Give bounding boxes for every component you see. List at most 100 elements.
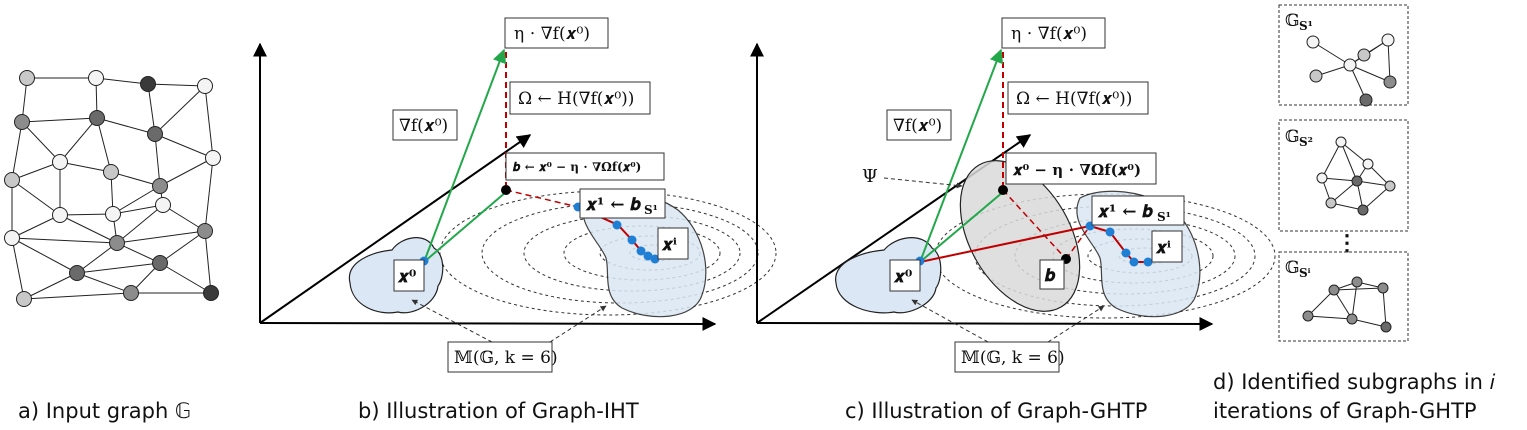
panel-c: Ψ η ⋅ ∇f(𝒙⁰) Ω ← H(∇f(𝒙⁰)) ∇f(𝒙⁰) 𝒙⁰ − η… — [750, 17, 1276, 373]
xi-label: 𝒙ⁱ — [1155, 238, 1171, 258]
iterate-points — [573, 202, 660, 264]
graph-node — [1346, 313, 1358, 325]
x-axis — [756, 316, 1214, 331]
caption-d-line1: d) Identified subgraphs in 𝑖 — [1213, 370, 1496, 394]
graph-node — [197, 78, 213, 94]
graph-edge — [112, 204, 164, 215]
b-update-label: 𝒙⁰ − η ⋅ ∇Ωf(𝒙⁰) — [1012, 161, 1141, 179]
ellipsis: ⋮ — [1336, 230, 1358, 256]
eta-gradient-arrow — [919, 48, 1004, 263]
graph-edge — [95, 77, 149, 85]
graph-node — [4, 230, 20, 246]
graph-node — [14, 114, 30, 130]
step-b-to-x1 — [505, 189, 579, 208]
graph-node — [1351, 276, 1363, 288]
graph-edge — [76, 262, 161, 274]
subgraph-1 — [1306, 33, 1397, 107]
graph-edge — [1330, 180, 1358, 204]
graph-edge — [1382, 287, 1387, 328]
gradient-arrow — [423, 191, 507, 263]
gradient-label: ∇f(𝒙⁰) — [399, 116, 448, 136]
graph-edge — [21, 117, 98, 123]
subgraph-2-sub: S² — [1299, 135, 1313, 149]
graph-node — [1362, 158, 1374, 170]
graph-edge — [59, 214, 118, 244]
x1-update-label: 𝒙¹ ← 𝒃 — [1097, 202, 1153, 222]
xi-label: 𝒙ⁱ — [661, 235, 677, 255]
graph-node — [69, 265, 85, 281]
graph-node — [123, 285, 139, 301]
graph-node — [155, 197, 171, 213]
graph-edge — [159, 230, 206, 264]
x1-update-sub: S¹ — [644, 203, 658, 217]
caption-d-line2: iterations of Graph-GHTP — [1213, 399, 1477, 423]
graph-edge — [162, 204, 206, 232]
graph-node — [16, 291, 32, 307]
graph-node — [89, 110, 105, 126]
caption-c: c) Illustration of Graph-GHTP — [845, 399, 1147, 423]
graph-edge — [59, 213, 114, 216]
graph-edge — [21, 121, 61, 163]
x0-label: 𝒙⁰ — [893, 267, 912, 287]
panel-b: η ⋅ ∇f(𝒙⁰) Ω ← H(∇f(𝒙⁰)) ∇f(𝒙⁰) 𝒃 ← 𝒙⁰ −… — [253, 17, 777, 373]
graph-edge — [11, 214, 61, 239]
graph-edge — [1321, 141, 1342, 179]
graph-edge — [154, 133, 214, 159]
graph-edge — [1356, 180, 1391, 187]
graph-edge — [147, 83, 206, 87]
input-graph — [4, 70, 221, 307]
graph-edge — [154, 85, 206, 135]
graph-edge — [204, 230, 212, 294]
eta-gradient-arrow — [423, 48, 507, 263]
b-point — [501, 185, 511, 195]
x0-to-x1 — [919, 225, 1091, 263]
graph-edge — [1312, 41, 1351, 66]
graph-edge — [154, 133, 161, 187]
graph-node — [1309, 69, 1323, 83]
x0-label: 𝒙⁰ — [397, 267, 416, 287]
subgraph-1-label: 𝔾 — [1285, 11, 1300, 31]
graph-edge — [116, 204, 164, 244]
graph-node — [1343, 58, 1357, 72]
subgraph-box-1 — [1278, 4, 1409, 106]
omega-label: Ω ← H(∇f(𝒙⁰)) — [518, 89, 634, 109]
graph-node — [1328, 284, 1340, 296]
iterate-points — [1085, 221, 1153, 267]
graph-edge — [159, 157, 214, 187]
graph-node — [1359, 93, 1373, 107]
graph-edge — [147, 83, 156, 135]
graph-node — [1357, 204, 1369, 216]
graph-edge — [11, 237, 118, 244]
graph-edge — [204, 85, 214, 159]
model-label: 𝕄(𝔾, k = 6) — [961, 348, 1065, 368]
graph-edge — [1321, 177, 1358, 182]
panel-d: 𝔾 S¹ 𝔾 S² ⋮ 𝔾 Sⁱ — [1278, 4, 1409, 342]
graph-node — [1302, 310, 1314, 322]
graph-node — [205, 150, 221, 166]
graph-node — [1357, 48, 1371, 62]
graph-edge — [1351, 281, 1358, 320]
subgraph-1-sub: S¹ — [1299, 19, 1313, 33]
b-update-label: 𝒃 ← 𝒙⁰ − η ⋅ ∇Ωf(𝒙⁰) — [512, 160, 641, 174]
subgraph-3-sub: Sⁱ — [1299, 266, 1311, 280]
graph-edge — [1307, 315, 1353, 320]
psi-label: Ψ — [862, 166, 878, 187]
graph-node — [52, 207, 68, 223]
graph-node — [4, 172, 20, 188]
b-label: 𝒃 — [1044, 266, 1056, 286]
graph-edge — [1351, 318, 1387, 328]
omega-label: Ω ← H(∇f(𝒙⁰)) — [1016, 89, 1132, 109]
eta-gradient-label: η ⋅ ∇f(𝒙⁰) — [1011, 24, 1087, 44]
graph-edge — [1387, 39, 1391, 83]
graph-node — [1351, 175, 1363, 187]
graph-edge — [11, 161, 61, 181]
graph-node — [1381, 33, 1395, 47]
graph-node — [1380, 321, 1392, 333]
graph-node — [1335, 136, 1347, 148]
b-projection-point — [998, 185, 1008, 195]
graph-node — [103, 164, 119, 180]
graph-node — [52, 154, 68, 170]
graph-edge — [1340, 141, 1369, 165]
caption-b: b) Illustration of Graph-IHT — [358, 399, 639, 423]
